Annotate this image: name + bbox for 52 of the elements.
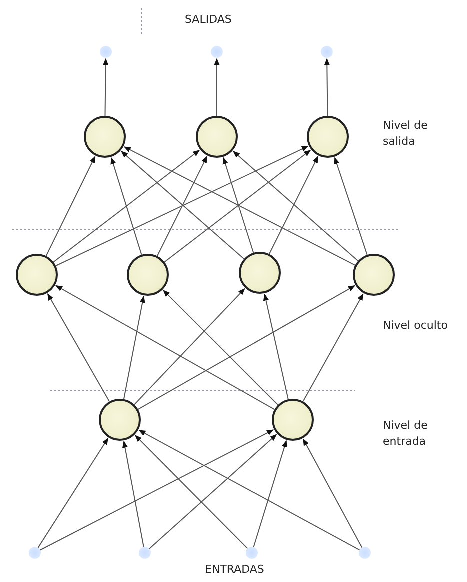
arrow: [122, 440, 144, 548]
neuron-circle: [84, 116, 126, 158]
signal-dot: [29, 547, 41, 559]
arrow: [222, 157, 254, 254]
arrow: [123, 296, 146, 400]
neuron-circle: [127, 254, 169, 296]
arrow: [164, 150, 312, 263]
arrow: [263, 294, 289, 400]
arrow: [56, 285, 276, 410]
arrow: [138, 285, 356, 410]
arrow: [156, 156, 208, 257]
neuron-circle: [307, 116, 349, 158]
arrow: [55, 146, 309, 266]
signal-dot: [211, 46, 223, 58]
arrow: [53, 150, 200, 263]
arrow: [134, 288, 246, 406]
neuron-circle: [99, 399, 141, 441]
arrow: [103, 58, 109, 116]
arrow: [40, 430, 274, 551]
signal-dot: [321, 46, 333, 58]
layer-label: SALIDAS: [185, 12, 232, 28]
layer-label: Nivel oculto: [383, 318, 448, 334]
arrow: [124, 146, 356, 266]
arrow: [163, 290, 279, 406]
neuron-circle: [239, 252, 281, 294]
arrow: [324, 58, 330, 116]
arrow: [110, 157, 142, 256]
arrow: [135, 435, 248, 550]
signal-dot: [246, 547, 258, 559]
arrow: [253, 440, 288, 548]
arrow: [268, 156, 319, 255]
arrow: [334, 157, 368, 256]
layer-label: ENTRADAS: [205, 562, 264, 578]
arrow: [233, 151, 359, 262]
arrow: [138, 430, 360, 551]
arrow: [148, 434, 278, 550]
arrow: [121, 151, 245, 260]
neuron-circle: [272, 399, 314, 441]
layer-label: Nivel de entrada: [383, 418, 429, 450]
arrow: [302, 438, 363, 548]
arrow: [47, 293, 110, 402]
layer-label: Nivel de salida: [383, 118, 429, 150]
neuron-circle: [16, 254, 58, 296]
neuron-circle: [353, 254, 395, 296]
arrow: [302, 294, 364, 402]
arrow: [214, 58, 220, 116]
arrow: [46, 156, 96, 257]
arrow: [38, 438, 109, 548]
signal-dot: [359, 547, 371, 559]
neuron-circle: [196, 116, 238, 158]
signal-dot: [139, 547, 151, 559]
signal-dot: [100, 46, 112, 58]
